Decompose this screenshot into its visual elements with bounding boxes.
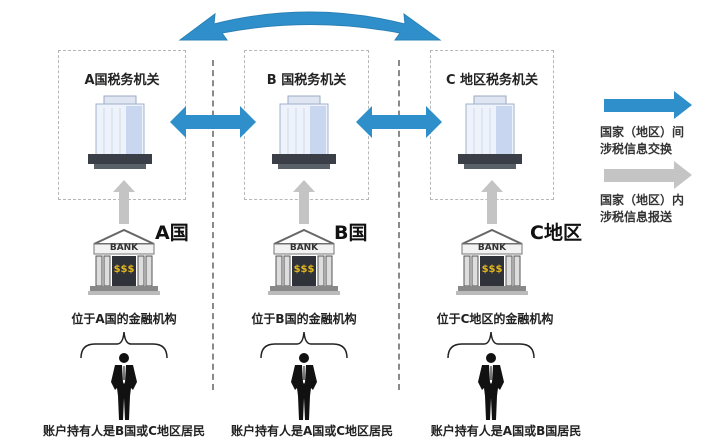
account-holder-icon — [291, 353, 317, 420]
bank-sign: BANK — [477, 243, 507, 253]
authority-title: A国税务机关 — [84, 73, 160, 88]
building-icon — [458, 95, 522, 169]
bank-vault-money: $$$ — [293, 264, 315, 275]
bank-icon — [268, 228, 340, 295]
exchange-arrow-b-c — [356, 106, 442, 138]
legend-exchange-label: 国家（地区）间 涉税信息交换 — [600, 124, 684, 158]
building-icon — [272, 95, 336, 169]
bank-a: BANK $$$ — [88, 228, 160, 300]
bank-icon — [88, 228, 160, 295]
report-arrow-b — [293, 180, 315, 224]
account-holder-icon — [111, 353, 137, 420]
country-label-c: C地区 — [530, 222, 582, 244]
legend-report-label: 国家（地区）内 涉税信息报送 — [600, 192, 684, 226]
report-arrow-c — [481, 180, 503, 224]
holder-caption-b: 账户持有人是A国或C地区居民 — [230, 424, 394, 438]
legend: 国家（地区）间 涉税信息交换 国家（地区）内 涉税信息报送 — [600, 90, 724, 230]
gray-arrow-icon — [604, 161, 692, 189]
holder-caption-c: 账户持有人是A国或B国居民 — [430, 424, 582, 438]
exchange-arc-a-c — [178, 11, 442, 41]
bank-vault-money: $$$ — [481, 264, 503, 275]
brace-icon — [447, 331, 535, 359]
account-holder-icon — [478, 353, 504, 420]
bank-sign: BANK — [289, 243, 319, 253]
blue-double-arrow-icon — [356, 106, 442, 138]
legend-line: 国家（地区）间 — [600, 125, 685, 139]
gray-up-arrow-icon — [113, 180, 135, 224]
blue-double-arrow-icon — [170, 106, 256, 138]
bank-c: BANK $$$ — [456, 228, 528, 300]
divider-b-c — [398, 60, 400, 390]
institution-caption-a: 位于A国的金融机构 — [71, 312, 177, 326]
exchange-arrow-a-b — [170, 106, 256, 138]
bank-icon — [456, 228, 528, 295]
holder-caption-a: 账户持有人是B国或C地区居民 — [43, 424, 205, 438]
legend-line: 国家（地区）内 — [600, 193, 685, 207]
institution-caption-c: 位于C地区的金融机构 — [436, 312, 554, 326]
bank-sign: BANK — [109, 243, 139, 253]
country-label-a: A国 — [155, 222, 189, 244]
gray-up-arrow-icon — [481, 180, 503, 224]
brace-icon — [260, 331, 348, 359]
country-label-b: B国 — [334, 222, 368, 244]
gray-up-arrow-icon — [293, 180, 315, 224]
bank-b: BANK $$$ — [268, 228, 340, 300]
building-icon — [88, 95, 152, 169]
divider-a-b — [212, 60, 214, 390]
institution-caption-b: 位于B国的金融机构 — [251, 312, 357, 326]
blue-double-arrow-icon — [178, 11, 442, 41]
legend-line: 涉税信息报送 — [600, 210, 673, 224]
authority-title: C 地区税务机关 — [445, 73, 539, 88]
authority-title: B 国税务机关 — [266, 73, 347, 88]
brace-icon — [80, 331, 168, 359]
blue-arrow-icon — [604, 91, 692, 119]
bank-vault-money: $$$ — [113, 264, 135, 275]
legend-line: 涉税信息交换 — [600, 142, 673, 156]
report-arrow-a — [113, 180, 135, 224]
